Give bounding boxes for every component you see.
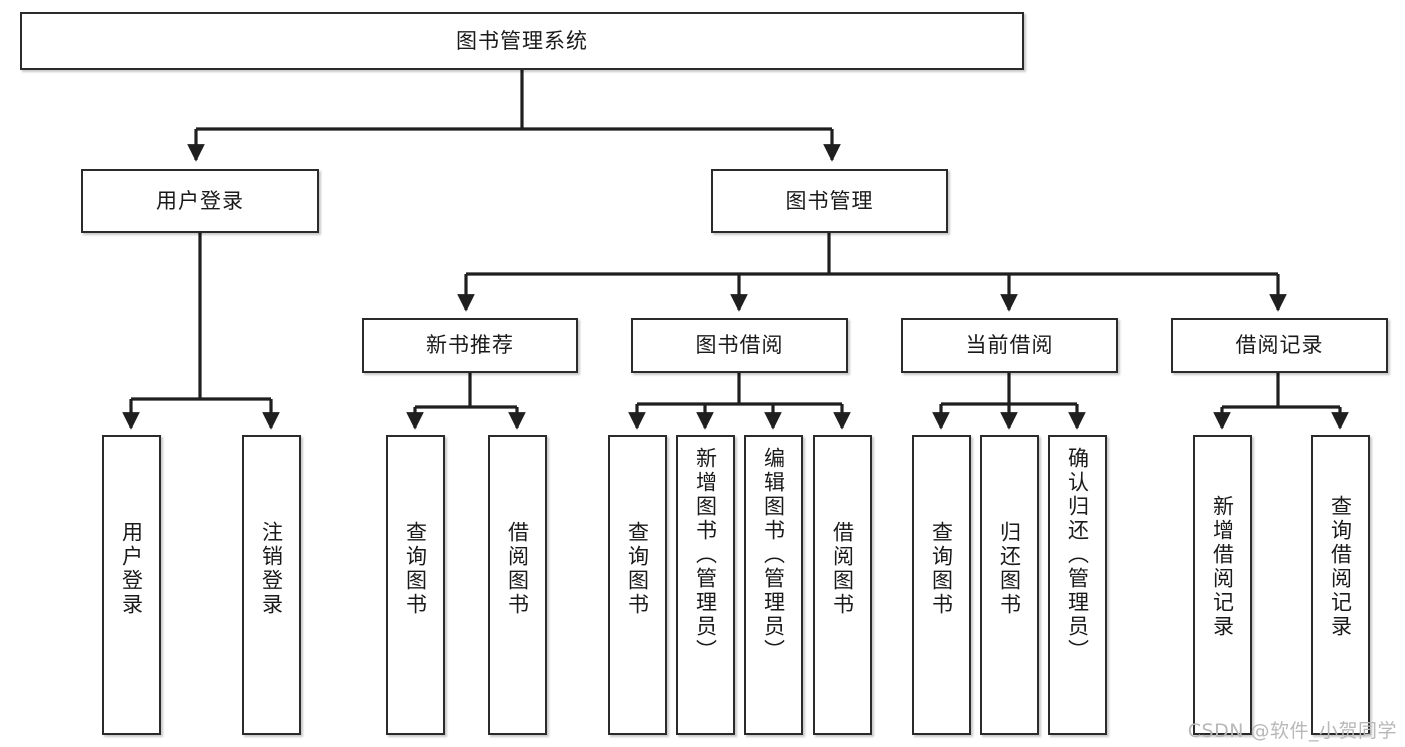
leaf-return-book[interactable]: 归还图书 bbox=[980, 435, 1039, 735]
leaf-query-book-recommendation[interactable]: 查询图书 bbox=[386, 435, 445, 735]
leaf-add-book-admin[interactable]: 新增图书（管理员） bbox=[676, 435, 735, 735]
node-label: 借阅记录 bbox=[1235, 333, 1324, 358]
leaf-borrow-book-recommendation[interactable]: 借阅图书 bbox=[488, 435, 547, 735]
node-label: 编辑图书（管理员） bbox=[761, 447, 786, 663]
node-current-borrowing[interactable]: 当前借阅 bbox=[901, 318, 1118, 373]
node-label: 新书推荐 bbox=[426, 333, 514, 358]
node-label: 借阅图书 bbox=[505, 521, 530, 617]
leaf-add-borrowing-record[interactable]: 新增借阅记录 bbox=[1193, 435, 1252, 735]
node-label: 查询借阅记录 bbox=[1328, 495, 1353, 639]
node-label: 图书管理系统 bbox=[456, 28, 588, 53]
node-label: 借阅图书 bbox=[830, 521, 855, 617]
node-label: 图书借阅 bbox=[695, 333, 784, 358]
node-label: 查询图书 bbox=[403, 521, 428, 617]
node-root-book-management-system[interactable]: 图书管理系统 bbox=[20, 12, 1024, 70]
node-label: 新增借阅记录 bbox=[1210, 495, 1235, 639]
node-new-book-recommendation[interactable]: 新书推荐 bbox=[362, 318, 578, 373]
leaf-logout[interactable]: 注销登录 bbox=[242, 435, 301, 735]
node-book-borrowing[interactable]: 图书借阅 bbox=[631, 318, 848, 373]
node-label: 查询图书 bbox=[625, 521, 650, 617]
node-label: 图书管理 bbox=[785, 188, 874, 213]
node-user-login[interactable]: 用户登录 bbox=[81, 169, 319, 233]
node-label: 确认归还（管理员） bbox=[1065, 447, 1090, 663]
node-label: 当前借阅 bbox=[965, 333, 1054, 358]
node-label: 用户登录 bbox=[156, 188, 244, 213]
node-label: 归还图书 bbox=[997, 521, 1022, 617]
leaf-query-book-current[interactable]: 查询图书 bbox=[912, 435, 971, 735]
node-label: 新增图书（管理员） bbox=[693, 447, 718, 663]
leaf-borrow-book-borrowing[interactable]: 借阅图书 bbox=[813, 435, 872, 735]
csdn-watermark: CSDN @软件_小贺同学 bbox=[1187, 720, 1397, 742]
leaf-edit-book-admin[interactable]: 编辑图书（管理员） bbox=[744, 435, 803, 735]
leaf-query-borrowing-record[interactable]: 查询借阅记录 bbox=[1311, 435, 1370, 735]
node-label: 查询图书 bbox=[929, 521, 954, 617]
leaf-query-book-borrowing[interactable]: 查询图书 bbox=[608, 435, 667, 735]
node-book-management[interactable]: 图书管理 bbox=[711, 169, 948, 233]
node-borrowing-record[interactable]: 借阅记录 bbox=[1171, 318, 1388, 373]
node-label: 用户登录 bbox=[119, 521, 144, 617]
leaf-confirm-return-admin[interactable]: 确认归还（管理员） bbox=[1048, 435, 1107, 735]
leaf-user-login[interactable]: 用户登录 bbox=[102, 435, 161, 735]
node-label: 注销登录 bbox=[259, 521, 284, 617]
